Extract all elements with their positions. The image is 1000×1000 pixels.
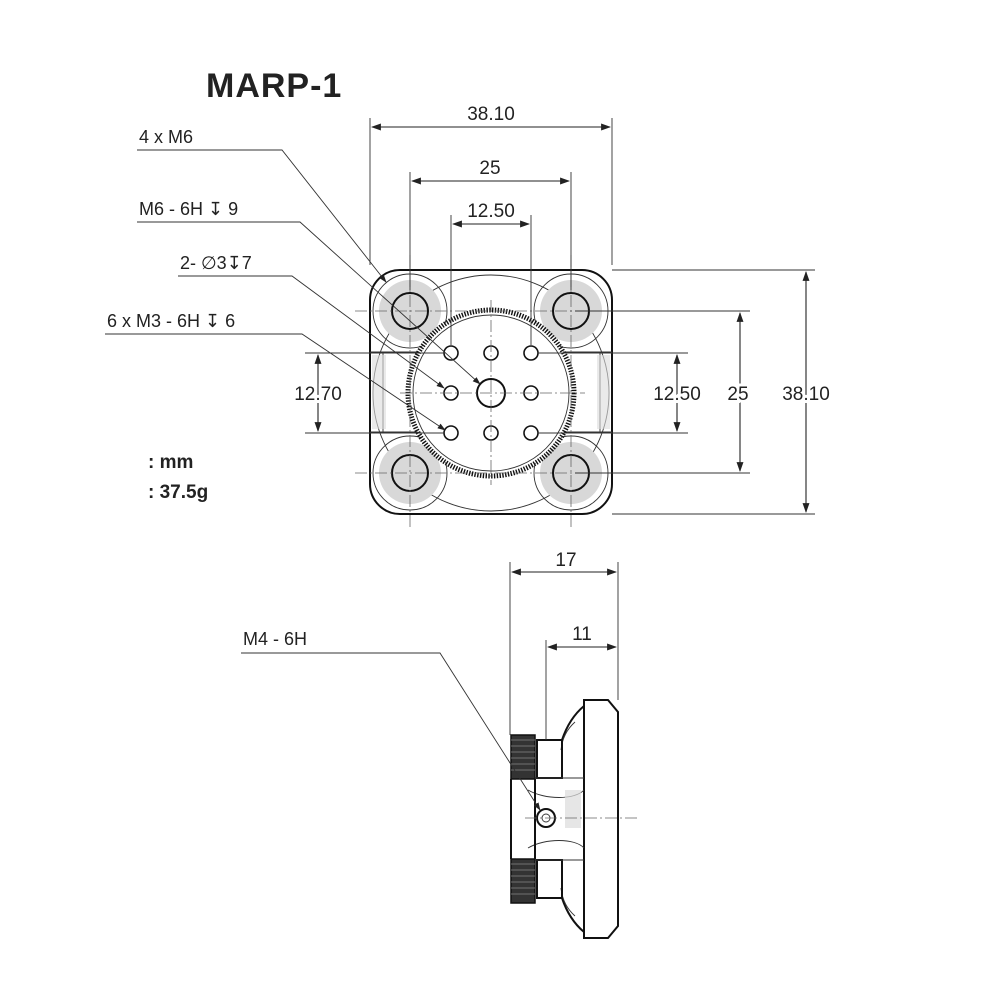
callout-small-threads: 6 x M3 - 6H ↧ 6 — [107, 311, 235, 331]
callout-center-thread: M6 - 6H ↧ 9 — [139, 199, 238, 219]
side-view — [510, 699, 640, 939]
dim-left-height: 12.70 — [294, 384, 342, 405]
dim-overall-height: 38.10 — [782, 384, 830, 405]
callout-side-thread: M4 - 6H — [243, 629, 307, 649]
top-dimensions: 38.10 25 12.50 — [369, 104, 613, 345]
right-dimensions: 12.50 25 38.10 — [538, 269, 833, 515]
callout-pin-holes: 2- ∅3↧7 — [180, 253, 252, 273]
dim-hole-spacing-y: 25 — [727, 384, 748, 405]
dim-hole-spacing-x: 25 — [479, 158, 500, 179]
side-callout: M4 - 6H — [241, 629, 541, 811]
callout-mount-holes: 4 x M6 — [139, 127, 193, 147]
top-view — [355, 255, 625, 528]
dim-right-inner: 12.50 — [653, 384, 701, 405]
drawing-title: MARP-1 — [206, 67, 342, 105]
dim-side-depth: 11 — [572, 624, 592, 645]
knurled-knob-top — [510, 734, 536, 780]
knurled-knob-bottom — [510, 858, 536, 904]
dim-side-width: 17 — [555, 550, 576, 571]
dim-overall-width: 38.10 — [467, 104, 515, 125]
mounting-plate-outline — [369, 269, 613, 515]
side-dimensions: 17 11 — [509, 550, 619, 740]
callouts: 4 x M6 M6 - 6H ↧ 9 2- ∅3↧7 6 x M3 - 6H ↧… — [105, 127, 481, 431]
spec-weight: : 37.5g — [148, 482, 208, 503]
spec-unit: : mm — [148, 452, 193, 473]
dim-center-pattern-x: 12.50 — [467, 201, 515, 222]
left-dimensions: 12.70 — [291, 352, 445, 434]
